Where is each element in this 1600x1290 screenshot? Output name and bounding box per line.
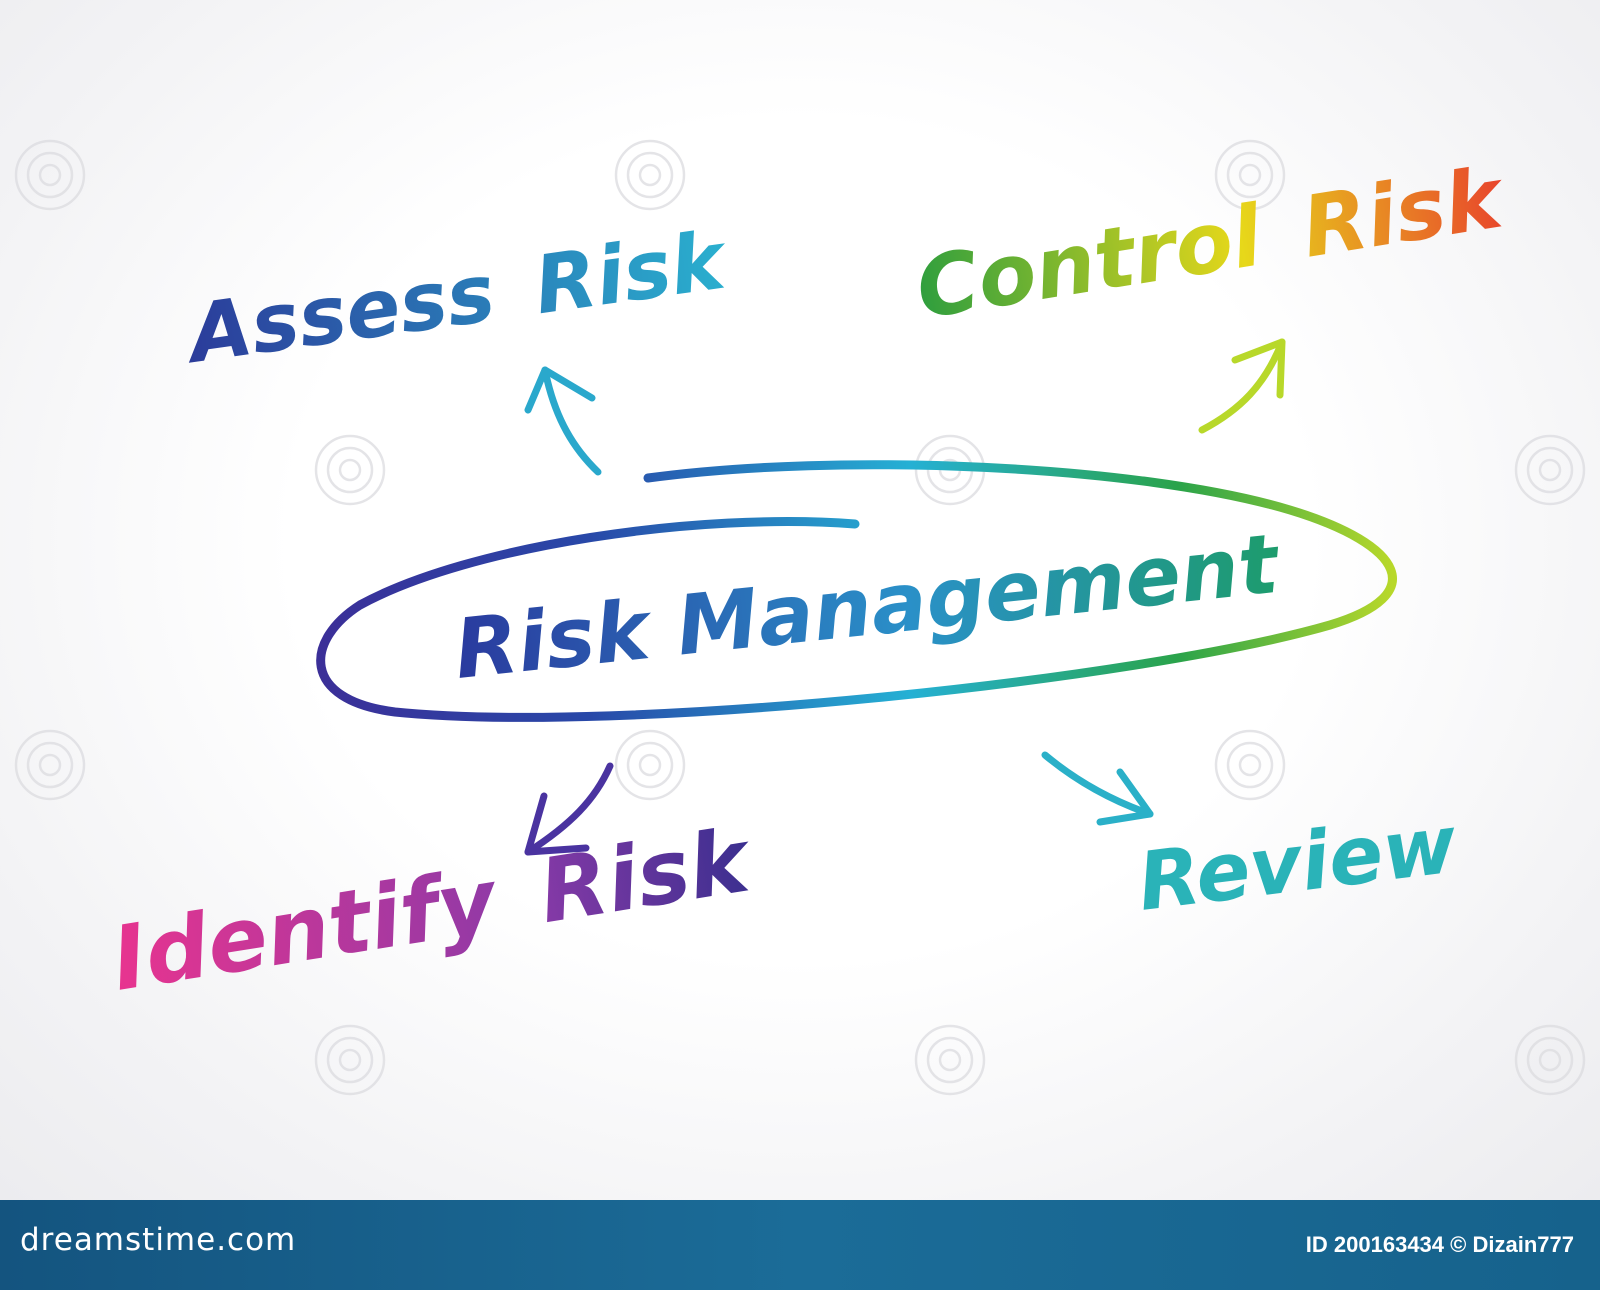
node-identify-word2: Risk bbox=[532, 808, 759, 943]
arrow-to-control-icon bbox=[1198, 338, 1286, 434]
node-assess-word1: Assess bbox=[178, 246, 501, 382]
node-identify-word1: Identify bbox=[105, 848, 506, 1011]
footer-id-label: ID bbox=[1305, 1232, 1328, 1257]
diagram-canvas: Assess Risk Control Risk Identify Risk R… bbox=[0, 0, 1600, 1200]
node-control-word2: Risk bbox=[1295, 148, 1512, 277]
footer-id-value: 200163434 bbox=[1333, 1232, 1445, 1257]
node-review-label: Review bbox=[1133, 797, 1463, 928]
node-assess-label: Assess Risk bbox=[178, 213, 735, 382]
arrow-to-review-icon bbox=[1041, 751, 1154, 826]
footer-brand[interactable]: dreamstime.com bbox=[20, 1222, 297, 1258]
risk-management-diagram: Assess Risk Control Risk Identify Risk R… bbox=[105, 148, 1513, 1011]
footer-meta: ID 200163434 © Dizain777 bbox=[1306, 1232, 1574, 1258]
footer-author[interactable]: Dizain777 bbox=[1472, 1232, 1575, 1257]
node-control-word1: Control bbox=[910, 186, 1269, 337]
footer-bar: dreamstime.com ID 200163434 © Dizain777 bbox=[0, 1200, 1600, 1290]
highlight-ellipse bbox=[316, 460, 1397, 722]
node-control-label: Control Risk bbox=[910, 148, 1513, 338]
node-assess-word2: Risk bbox=[529, 213, 735, 332]
node-identify-label: Identify Risk bbox=[105, 808, 759, 1011]
arrow-to-identify-icon bbox=[524, 762, 614, 856]
arrow-to-assess-icon bbox=[524, 366, 602, 476]
footer-copyright: © bbox=[1450, 1232, 1467, 1257]
